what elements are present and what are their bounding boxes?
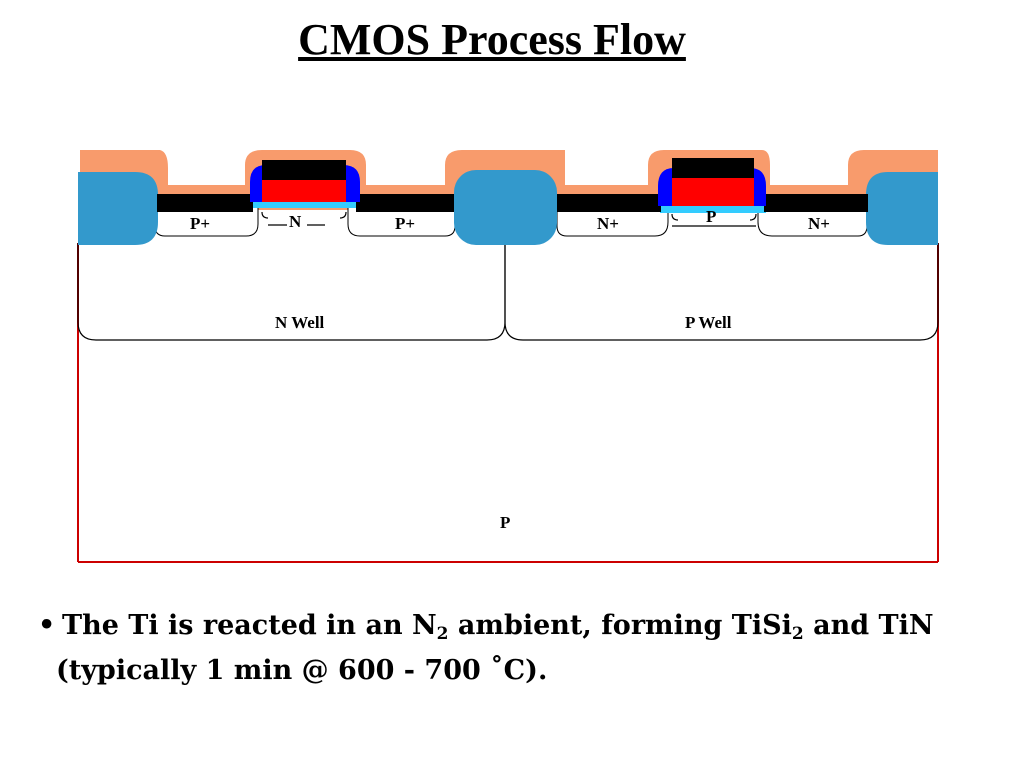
tisi2-source-drain xyxy=(157,194,868,212)
cmos-cross-section-diagram: P+ N P+ N+ P N+ N Well P Well P xyxy=(77,150,939,563)
label-n-plus-left: N+ xyxy=(597,214,619,233)
bullet-text-part2: ambient, forming TiSi xyxy=(448,610,792,641)
label-substrate: P xyxy=(500,513,510,532)
subscript-tisi2: 2 xyxy=(791,624,804,644)
bullet-text-part1: The Ti is reacted in an N xyxy=(62,610,437,641)
label-n-plus-right: N+ xyxy=(808,214,830,233)
label-p-well: P Well xyxy=(685,313,732,332)
gate-stack-right xyxy=(658,158,766,212)
bullet-text-part3: and TiN xyxy=(803,610,934,641)
bullet-line-2: (typically 1 min @ 600 - 700 ˚C). xyxy=(56,655,548,686)
p-well xyxy=(504,243,939,341)
bullet-symbol: • xyxy=(38,610,56,641)
gate-stack-left xyxy=(250,160,360,208)
subscript-n2: 2 xyxy=(436,624,449,644)
label-n-well: N Well xyxy=(275,313,325,332)
bullet-point: •The Ti is reacted in an N2 ambient, for… xyxy=(38,603,998,693)
bullet-line-1: •The Ti is reacted in an N2 ambient, for… xyxy=(38,603,998,648)
channel-marks xyxy=(261,211,757,227)
n-well xyxy=(77,243,506,341)
label-n-channel: N xyxy=(289,212,302,231)
slide-title: CMOS Process Flow xyxy=(298,15,686,64)
field-oxide xyxy=(78,170,938,245)
label-p-plus-right: P+ xyxy=(395,214,415,233)
label-p-plus-left: P+ xyxy=(190,214,210,233)
label-p-channel: P xyxy=(706,207,716,226)
